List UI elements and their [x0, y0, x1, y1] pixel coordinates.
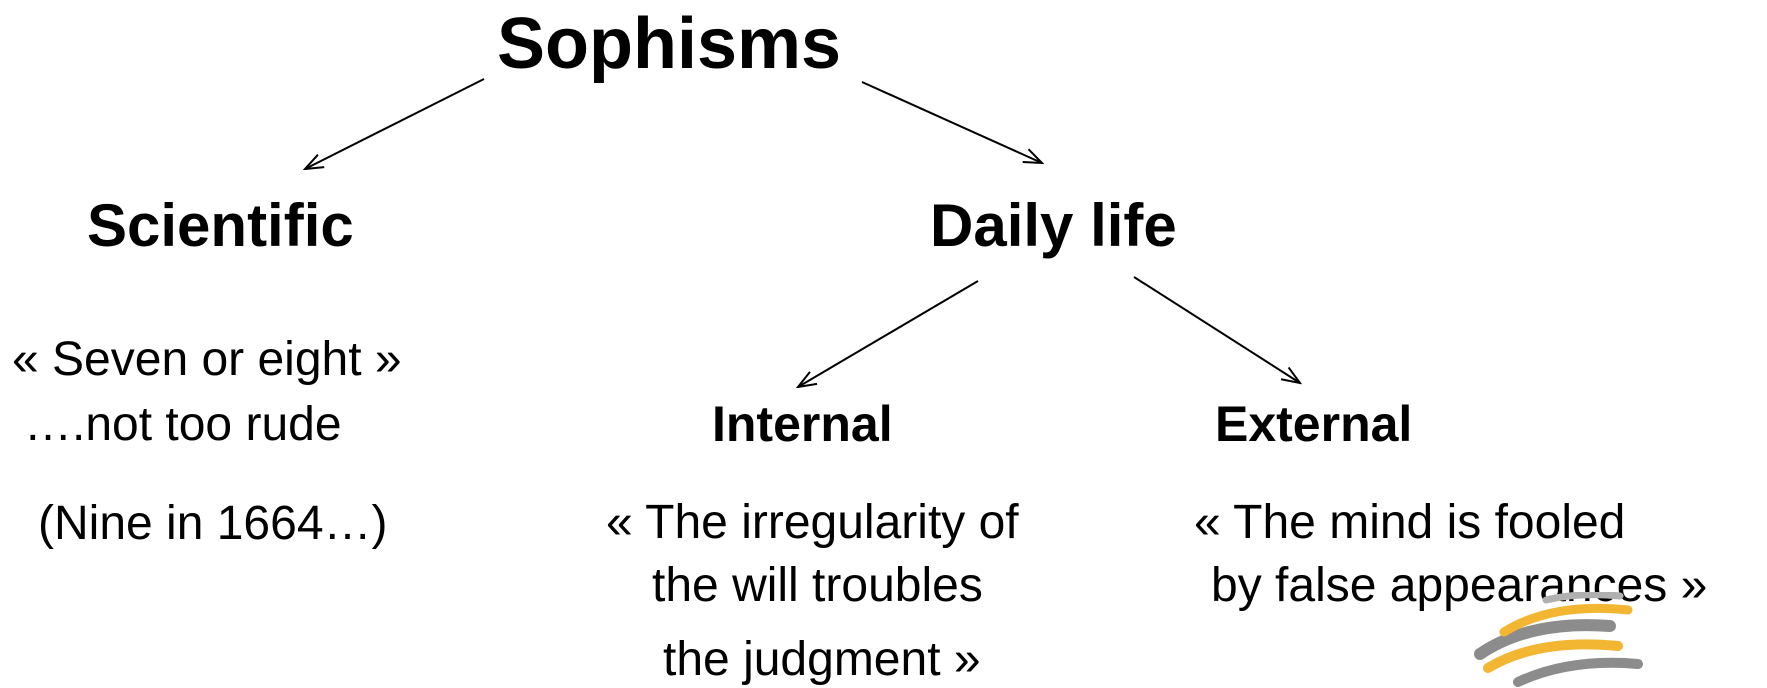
internal-quote-line-3: the judgment »: [663, 633, 981, 686]
external-quote-line-2: by false appearances »: [1211, 559, 1708, 612]
arrow-daily-life-to-external: [1133, 276, 1300, 383]
node-daily-life: Daily life: [930, 192, 1177, 259]
node-external: External: [1215, 396, 1413, 452]
node-sophisms: Sophisms: [497, 4, 842, 84]
external-quote-line-1: « The mind is fooled: [1194, 496, 1626, 549]
scientific-quote-line-2: ….not too rude: [24, 398, 342, 451]
arrow-sophisms-to-daily-life: [861, 81, 1042, 163]
scientific-quote-line-3: (Nine in 1664…): [38, 497, 388, 550]
internal-quote-line-1: « The irregularity of: [606, 496, 1019, 549]
node-internal: Internal: [712, 396, 893, 452]
internal-quote-line-2: the will troubles: [652, 559, 983, 612]
arcs-logo-icon: [1474, 592, 1643, 687]
arrow-sophisms-to-scientific: [305, 78, 485, 169]
scientific-quote-line-1: « Seven or eight »: [12, 333, 402, 386]
node-scientific: Scientific: [87, 192, 354, 259]
arrow-daily-life-to-internal: [798, 280, 979, 387]
